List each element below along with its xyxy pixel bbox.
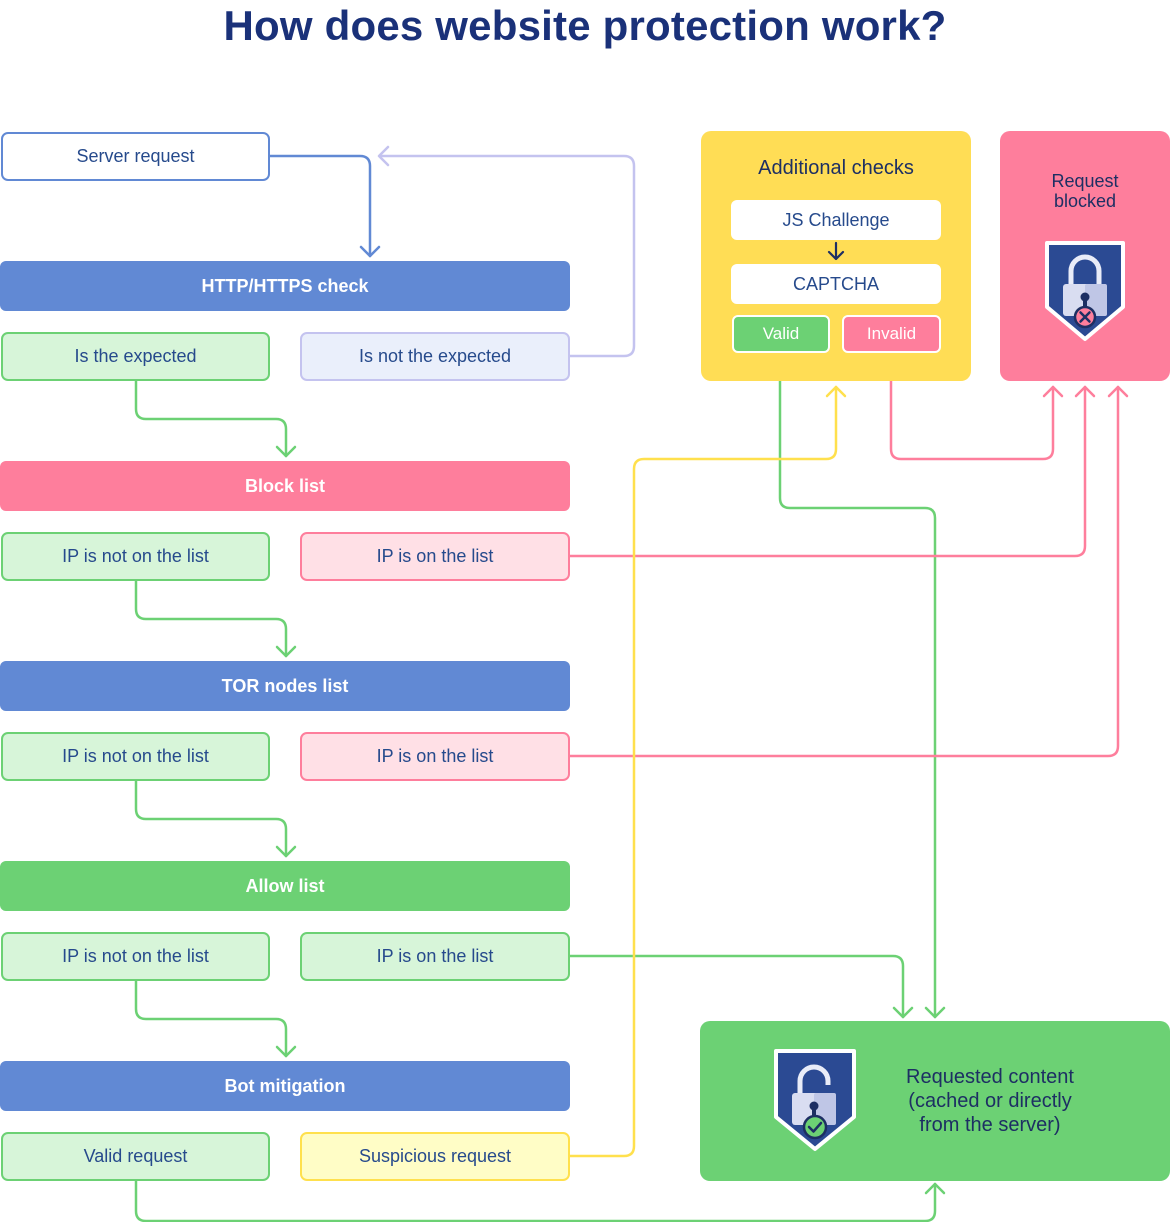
arrow-checks-invalid-to-blocked — [889, 351, 1055, 461]
additional-checks-title: Additional checks — [758, 157, 914, 179]
requested-content-text: Requested content (cached or directly fr… — [906, 1066, 1074, 1136]
block-on-list-box: IP is on the list — [300, 532, 570, 581]
arrow-tor-not-to-allow — [134, 779, 288, 858]
arrow-server-to-http — [268, 154, 372, 258]
request-blocked-panel: Request blocked — [1000, 131, 1170, 381]
arrow-checks-valid-to-content — [778, 351, 937, 1019]
lock-shield-check-icon — [774, 1049, 856, 1151]
valid-request-box: Valid request — [1, 1132, 270, 1181]
allow-not-on-list-box: IP is not on the list — [1, 932, 270, 981]
arrow-block-on-to-blocked — [568, 385, 1087, 558]
additional-checks-panel: Additional checks JS Challenge CAPTCHA V… — [701, 131, 971, 381]
arrow-allow-not-to-bot — [134, 979, 288, 1058]
allow-list-bar: Allow list — [0, 861, 570, 911]
diagram-title: How does website protection work? — [223, 2, 947, 49]
js-to-captcha-arrow — [827, 241, 845, 261]
tor-on-list-box: IP is on the list — [300, 732, 570, 781]
valid-chip: Valid — [732, 315, 830, 353]
server-request-box: Server request — [1, 132, 270, 181]
is-expected-box: Is the expected — [1, 332, 270, 381]
arrow-suspicious-to-checks — [568, 385, 838, 1158]
arrow-valid-request-to-content — [134, 1179, 937, 1222]
block-not-on-list-box: IP is not on the list — [1, 532, 270, 581]
js-challenge-box: JS Challenge — [731, 200, 941, 240]
request-blocked-title: Request blocked — [1051, 171, 1119, 211]
bot-mitigation-bar: Bot mitigation — [0, 1061, 570, 1111]
suspicious-request-box: Suspicious request — [300, 1132, 570, 1181]
invalid-chip: Invalid — [842, 315, 941, 353]
arrow-tor-on-to-blocked — [568, 385, 1120, 758]
is-not-expected-box: Is not the expected — [300, 332, 570, 381]
tor-list-bar: TOR nodes list — [0, 661, 570, 711]
captcha-box: CAPTCHA — [731, 264, 941, 304]
arrow-not-expected-loop — [378, 154, 636, 358]
block-list-bar: Block list — [0, 461, 570, 511]
http-check-bar: HTTP/HTTPS check — [0, 261, 570, 311]
requested-content-panel: Requested content (cached or directly fr… — [700, 1021, 1170, 1181]
lock-shield-x-icon — [1045, 241, 1125, 341]
arrow-expected-to-block — [134, 379, 288, 458]
allow-on-list-box: IP is on the list — [300, 932, 570, 981]
arrow-allow-on-to-content — [568, 954, 905, 1019]
arrow-block-not-to-tor — [134, 579, 288, 658]
tor-not-on-list-box: IP is not on the list — [1, 732, 270, 781]
